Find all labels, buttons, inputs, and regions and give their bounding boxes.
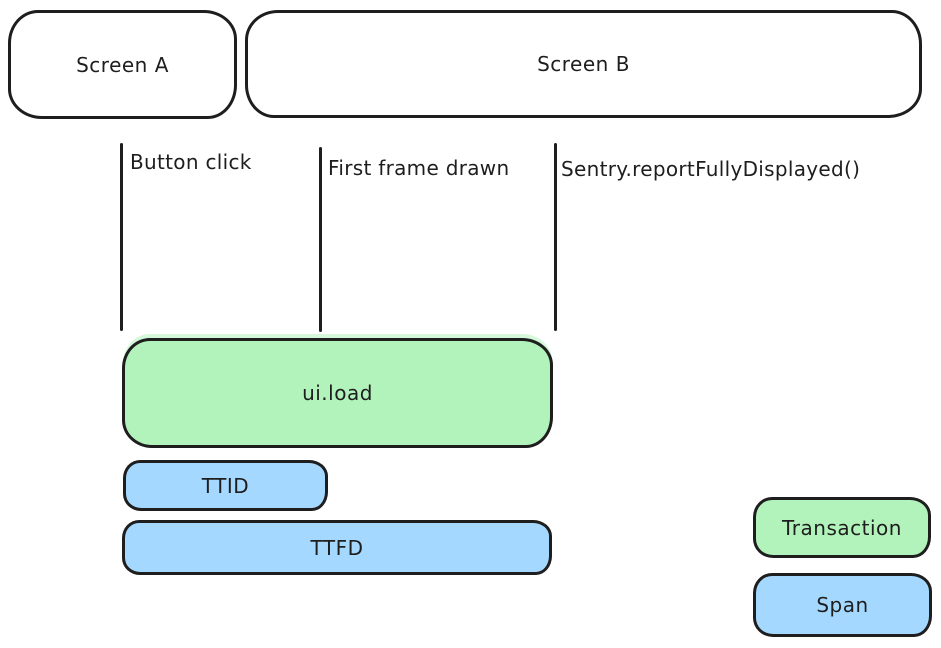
first-frame-drawn-marker-line bbox=[319, 147, 322, 332]
screen-b-box: Screen B bbox=[245, 10, 922, 118]
legend-span-box: Span bbox=[753, 573, 932, 637]
button-click-label: Button click bbox=[130, 150, 252, 174]
screen-b-label: Screen B bbox=[537, 52, 630, 76]
ui-load-transaction-bar: ui.load bbox=[122, 338, 553, 448]
first-frame-drawn-label: First frame drawn bbox=[328, 156, 510, 180]
report-fully-displayed-label: Sentry.reportFullyDisplayed() bbox=[561, 157, 861, 181]
ttid-span-bar: TTID bbox=[123, 460, 328, 511]
screen-a-label: Screen A bbox=[76, 52, 169, 77]
legend-transaction-label: Transaction bbox=[782, 515, 902, 540]
button-click-marker-line bbox=[120, 143, 123, 331]
report-fully-displayed-marker-line bbox=[554, 143, 557, 331]
screen-a-box: Screen A bbox=[8, 10, 237, 119]
ttfd-label: TTFD bbox=[310, 535, 364, 560]
ttfd-span-bar: TTFD bbox=[122, 520, 552, 575]
legend-span-label: Span bbox=[816, 593, 869, 617]
legend-transaction-box: Transaction bbox=[753, 497, 931, 558]
ui-load-label: ui.load bbox=[302, 381, 373, 405]
ttid-label: TTID bbox=[201, 473, 250, 498]
